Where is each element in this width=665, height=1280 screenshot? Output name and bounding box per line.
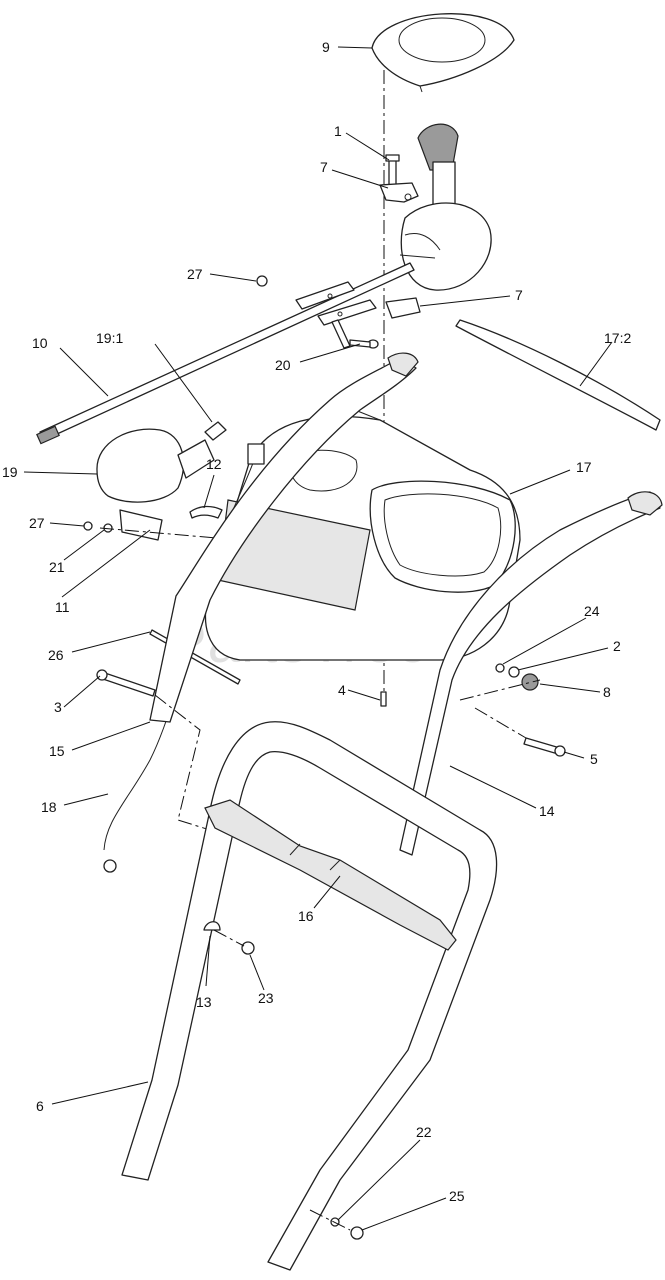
part-19-headlight[interactable] — [96, 428, 215, 503]
part-13-cap[interactable] — [203, 921, 221, 931]
part-15-left-handle[interactable] — [149, 352, 419, 723]
callout-20: 20 — [275, 357, 291, 373]
part-18-ring-terminal[interactable] — [103, 859, 117, 873]
part-8-knob[interactable] — [521, 673, 539, 691]
callout-6: 6 — [36, 1098, 44, 1114]
callout-21: 21 — [49, 559, 65, 575]
callout-22: 22 — [416, 1124, 432, 1140]
callout-4: 4 — [338, 682, 346, 698]
part-2-washer[interactable] — [508, 666, 520, 678]
centerline-25 — [309, 1209, 351, 1231]
callout-9: 9 — [322, 39, 330, 55]
callout-labels: 9 1 7 27 7 10 19:1 20 17:2 19 12 17 27 2… — [2, 39, 631, 1204]
part-20-bolt[interactable] — [331, 319, 379, 349]
part-14-right-handle[interactable] — [399, 491, 663, 856]
callout-26: 26 — [48, 647, 64, 663]
part-3-carriage-bolt[interactable] — [96, 669, 156, 697]
callout-25: 25 — [449, 1188, 465, 1204]
part-5-bolt[interactable] — [523, 737, 566, 757]
part-27-nut-upper[interactable] — [256, 275, 268, 287]
callout-17-2: 17:2 — [604, 330, 631, 346]
callout-10: 10 — [32, 335, 48, 351]
part-19-1-bulb[interactable] — [204, 421, 227, 441]
callout-11: 11 — [55, 599, 70, 615]
linkage-bracket[interactable] — [295, 281, 377, 326]
callout-2: 2 — [613, 638, 621, 654]
centerline-knob — [459, 679, 541, 701]
leader-lines — [23, 46, 613, 1231]
callout-27-upper: 27 — [187, 266, 203, 282]
part-23-nut[interactable] — [241, 941, 255, 955]
centerline-right — [474, 707, 527, 739]
callout-24: 24 — [584, 603, 600, 619]
callout-12: 12 — [206, 456, 222, 472]
callout-19-1: 19:1 — [96, 330, 123, 346]
wire-connector[interactable] — [247, 443, 265, 465]
callout-19: 19 — [2, 464, 18, 480]
centerline-left — [154, 694, 211, 831]
part-27-nut-lower[interactable] — [83, 521, 93, 531]
callout-7-upper: 7 — [320, 159, 328, 175]
part-25-bolt[interactable] — [350, 1226, 364, 1240]
callout-17: 17 — [576, 459, 592, 475]
callout-1: 1 — [334, 123, 342, 139]
chute-control-handle[interactable] — [399, 123, 492, 291]
part-17-2-gasket-strip[interactable] — [455, 319, 661, 431]
callout-13: 13 — [196, 994, 212, 1010]
callout-18: 18 — [41, 799, 57, 815]
part-10-chute-rod[interactable] — [36, 262, 415, 445]
part-4-screw[interactable] — [380, 691, 387, 707]
part-7-clamp-upper[interactable] — [379, 182, 419, 203]
centerline-light — [99, 527, 241, 541]
part-6-lower-handle[interactable] — [121, 721, 498, 1271]
centerline-13 — [213, 929, 245, 947]
callout-7-lower: 7 — [515, 287, 523, 303]
callout-3: 3 — [54, 699, 62, 715]
callout-15: 15 — [49, 743, 65, 759]
part-11-light-bracket[interactable] — [119, 509, 163, 541]
part-12-clip[interactable] — [189, 505, 223, 519]
part-16-cross-bar[interactable] — [204, 799, 457, 951]
part-9-chute-cover[interactable] — [371, 13, 515, 93]
part-24-nut[interactable] — [495, 663, 505, 673]
part-7-clamp-lower[interactable] — [385, 297, 421, 319]
callout-16: 16 — [298, 908, 314, 924]
callout-5: 5 — [590, 751, 598, 767]
callout-23: 23 — [258, 990, 274, 1006]
callout-27-lower: 27 — [29, 515, 45, 531]
callout-14: 14 — [539, 803, 555, 819]
callout-8: 8 — [603, 684, 611, 700]
